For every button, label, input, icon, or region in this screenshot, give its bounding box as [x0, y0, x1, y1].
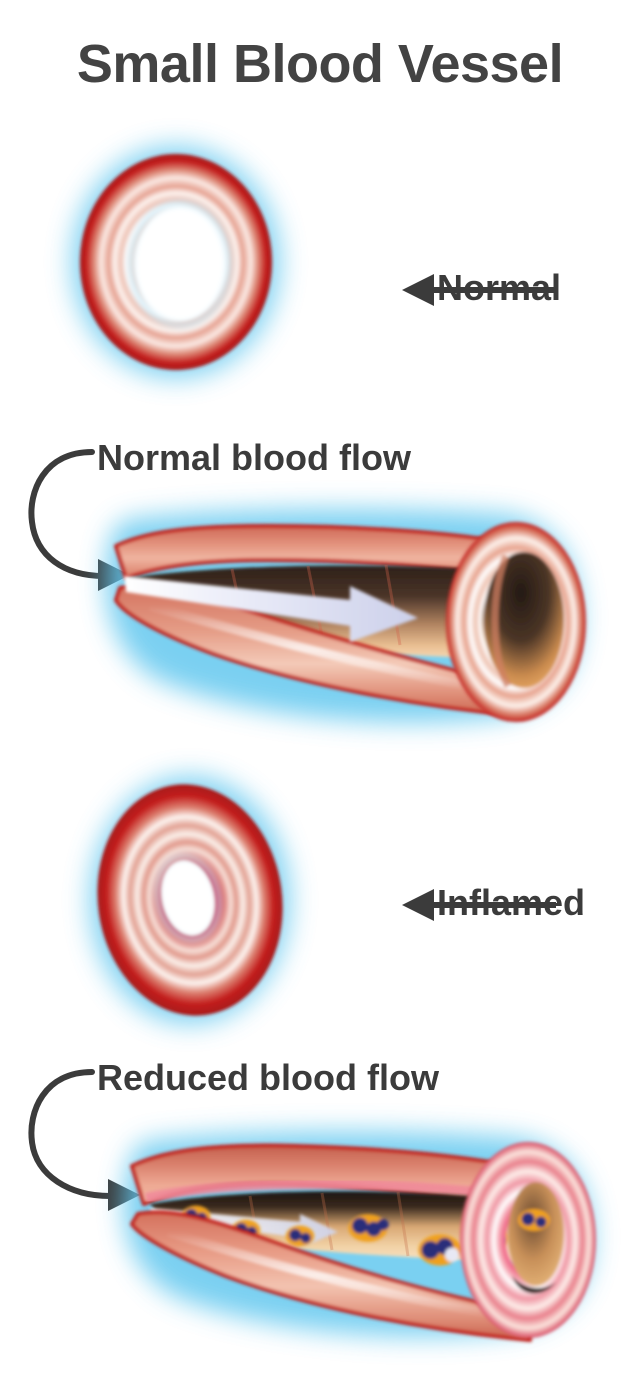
vessel-lumen — [128, 565, 536, 660]
tube-open-end — [446, 522, 586, 722]
vessel-lumen — [161, 860, 215, 936]
lumen-striations — [248, 1191, 482, 1261]
vessel-lumen — [135, 207, 225, 321]
label-reduced-blood-flow: Reduced blood flow — [97, 1057, 439, 1098]
wall-highlight — [148, 601, 501, 697]
flow-arrow — [150, 1208, 338, 1248]
vessel-wall-bottom — [114, 584, 524, 718]
normal-longitudinal — [105, 509, 586, 723]
inflamed-cross-section — [90, 776, 290, 1024]
label-normal: Normal — [437, 267, 562, 308]
vessel-wall-top — [114, 524, 518, 580]
wall-highlight — [166, 1227, 513, 1323]
inflamed-longitudinal — [123, 1131, 596, 1342]
glow-halo — [90, 776, 290, 1024]
end-cell — [518, 1209, 550, 1231]
flow-arrow — [124, 576, 418, 642]
page-title: Small Blood Vessel — [76, 34, 564, 94]
label-normal-blood-flow: Normal blood flow — [97, 437, 411, 478]
inflamed-lining-top — [144, 1179, 519, 1203]
glow-halo — [72, 146, 280, 378]
normal-cross-section — [72, 146, 280, 378]
vessel-wall-bottom — [130, 1210, 532, 1342]
lumen-striations — [230, 564, 478, 653]
end-inner-fold — [491, 554, 512, 688]
end-notch — [512, 1276, 556, 1294]
lumen-inner-glow — [154, 853, 222, 943]
label-inflamed: Inflamed — [437, 882, 586, 923]
vessel-wall — [97, 784, 283, 1016]
glow-halo — [123, 1131, 593, 1337]
vessel-wall — [80, 154, 272, 370]
glow-halo — [105, 509, 581, 723]
vessel-wall-top — [130, 1143, 528, 1214]
vessel-lumen — [150, 1191, 530, 1262]
tube-open-end — [460, 1142, 596, 1338]
end-lumen-hole — [508, 1182, 564, 1286]
inflammatory-cells — [181, 1205, 538, 1266]
lumen-inner-glow — [128, 200, 232, 328]
end-lumen-hole — [484, 552, 564, 688]
